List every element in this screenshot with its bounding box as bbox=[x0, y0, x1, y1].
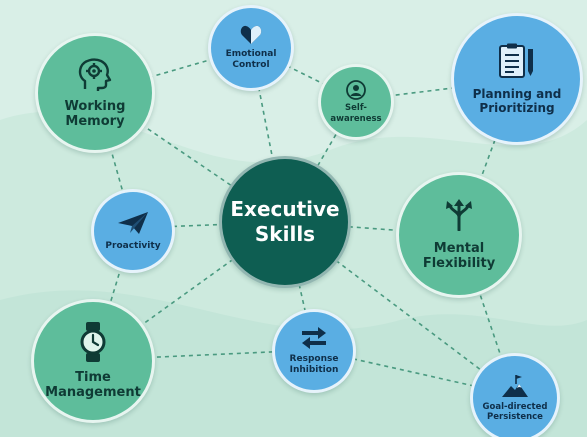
goal-directed-persistence-label: Goal-directed Persistence bbox=[482, 401, 548, 422]
clipboard-pen-icon bbox=[499, 43, 533, 78]
working-memory-label: Working Memory bbox=[64, 98, 126, 129]
node-goal-directed-persistence: Goal-directed Persistence bbox=[470, 353, 560, 437]
planning-prioritizing-label: Planning and Prioritizing bbox=[472, 86, 562, 115]
emotional-control-label: Emotional Control bbox=[225, 49, 277, 70]
proactivity-label: Proactivity bbox=[105, 240, 161, 251]
heart-icon bbox=[240, 26, 262, 45]
response-inhibition-label: Response Inhibition bbox=[289, 353, 339, 375]
node-proactivity: Proactivity bbox=[91, 189, 175, 273]
node-mental-flexibility: Mental Flexibility bbox=[396, 172, 522, 298]
mental-flexibility-label: Mental Flexibility bbox=[422, 240, 496, 271]
node-self-awareness: Self- awareness bbox=[318, 64, 394, 140]
person-icon bbox=[346, 80, 366, 101]
mountain-flag-icon bbox=[502, 374, 528, 397]
executive-skills-label: Executive Skills bbox=[230, 197, 340, 246]
node-emotional-control: Emotional Control bbox=[208, 5, 294, 91]
head-gear-icon bbox=[78, 58, 112, 91]
paper-plane-icon bbox=[118, 211, 148, 234]
node-working-memory: Working Memory bbox=[35, 33, 155, 153]
time-management-label: Time Management bbox=[45, 369, 141, 400]
watch-icon bbox=[80, 321, 106, 362]
node-executive-skills: Executive Skills bbox=[219, 156, 351, 288]
node-time-management: Time Management bbox=[31, 299, 155, 423]
self-awareness-label: Self- awareness bbox=[330, 103, 382, 124]
node-planning-prioritizing: Planning and Prioritizing bbox=[451, 13, 583, 145]
diverging-arrows-icon bbox=[446, 198, 472, 231]
swap-arrows-icon bbox=[302, 326, 326, 349]
node-response-inhibition: Response Inhibition bbox=[272, 309, 356, 393]
